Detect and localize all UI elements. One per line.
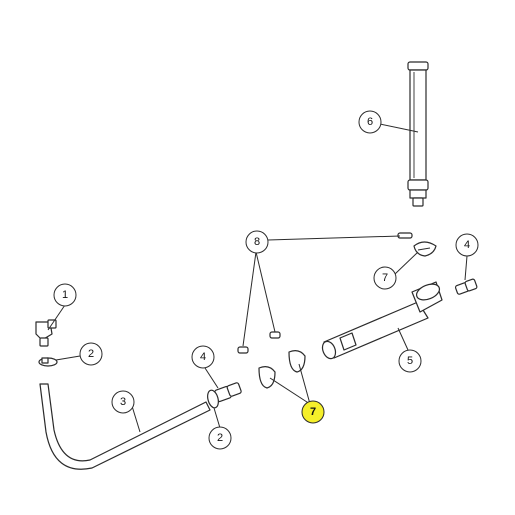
svg-text:7: 7: [382, 272, 388, 284]
callout-1: 1: [53, 283, 77, 307]
svg-text:3: 3: [120, 396, 126, 408]
part-1-elbow-fitting: [35, 319, 57, 347]
svg-text:5: 5: [407, 355, 413, 367]
part-6-tube: [407, 61, 429, 207]
part-7-clip-upper: [413, 241, 437, 257]
callout-4-center: 4: [191, 345, 215, 369]
svg-text:8: 8: [254, 236, 260, 248]
callout-5: 5: [398, 349, 422, 373]
callout-6: 6: [358, 110, 382, 134]
part-8-pin-upper: [397, 232, 413, 239]
part-2-clamp-center: [207, 389, 219, 409]
callout-7-lower-highlighted[interactable]: 7: [301, 400, 325, 424]
part-4-fitting-right: [454, 278, 478, 295]
callout-4-right: 4: [455, 233, 479, 257]
callout-8: 8: [245, 230, 269, 254]
part-4-fitting-center: [214, 382, 242, 403]
svg-text:2: 2: [217, 432, 223, 444]
callout-2-left: 2: [79, 342, 103, 366]
part-2-clamp-left: [38, 357, 58, 367]
callout-7-upper: 7: [373, 266, 397, 290]
callout-3: 3: [111, 390, 135, 414]
part-5-tee-pipe: [321, 281, 443, 360]
svg-text:1: 1: [62, 289, 68, 301]
part-7-clips-lower: [258, 350, 306, 389]
part-3-bent-hose: [39, 383, 211, 470]
callout-2-center: 2: [208, 426, 232, 450]
svg-text:7: 7: [310, 406, 316, 418]
svg-text:2: 2: [88, 348, 94, 360]
leader-lines: [47, 123, 468, 433]
svg-text:4: 4: [200, 351, 206, 363]
svg-text:6: 6: [367, 116, 373, 128]
part-8-pins-lower: [237, 331, 281, 354]
svg-text:4: 4: [464, 239, 470, 251]
